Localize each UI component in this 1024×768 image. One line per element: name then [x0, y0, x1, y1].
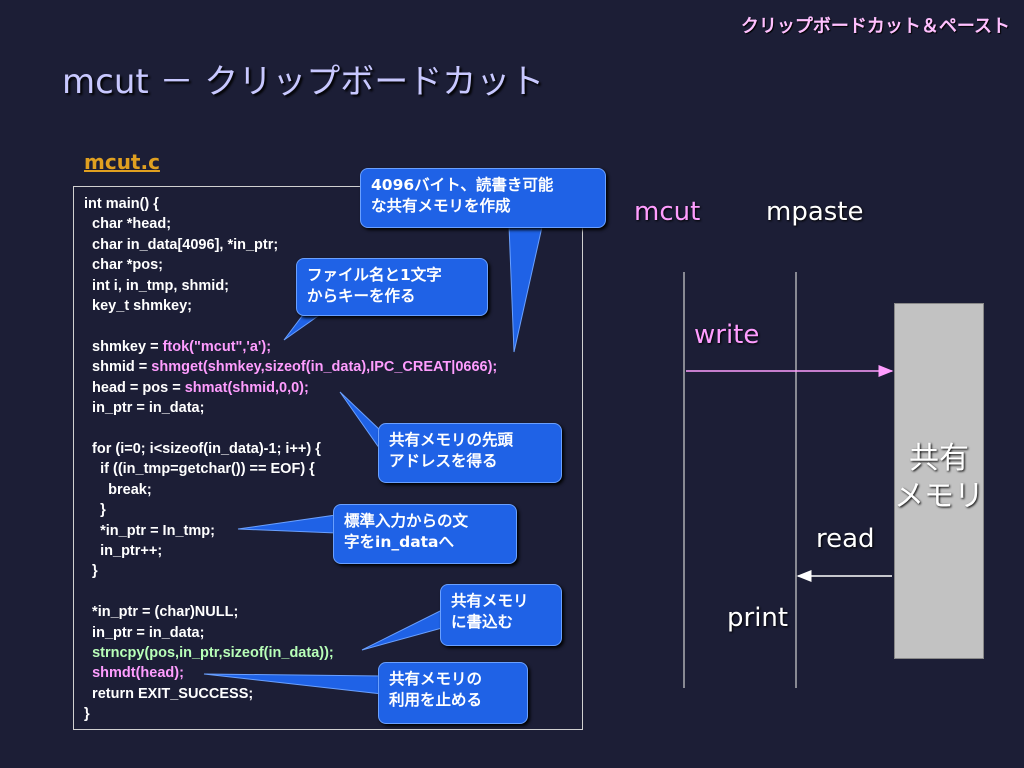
code-line: char *head; — [84, 216, 172, 233]
callout-ftok: ファイル名と1文字 からキーを作る — [296, 258, 488, 316]
code-line: } — [84, 706, 90, 723]
code-line: int main() { — [84, 196, 159, 212]
code-line: for (i=0; i<sizeof(in_data)-1; i++) { — [84, 440, 321, 457]
code-line: shmid = shmget(shmkey,sizeof(in_data),IP… — [84, 359, 498, 376]
code-highlight-shmdt: shmdt(head); — [92, 665, 184, 682]
header-label: クリップボードカット＆ペースト — [740, 16, 1010, 37]
code-line: in_ptr++; — [84, 542, 163, 559]
callout-stdin: 標準入力からの文 字をin_dataへ — [333, 504, 517, 564]
code-line: return EXIT_SUCCESS; — [84, 685, 254, 702]
callout-shm-size: 4096バイト、読書き可能 な共有メモリを作成 — [360, 168, 606, 228]
code-line: key_t shmkey; — [84, 298, 193, 315]
shared-memory-label-line: 共有 — [909, 441, 969, 476]
slide-title: mcut － クリップボードカット — [62, 62, 545, 102]
code-highlight-ftok: ftok("mcut",'a'); — [162, 338, 272, 355]
code-line: shmkey = ftok("mcut",'a'); — [84, 338, 272, 355]
shared-memory-label-line: メモリ — [894, 479, 984, 514]
code-line: in_ptr = in_data; — [84, 624, 205, 641]
mcut-label: mcut — [634, 197, 701, 227]
code-line: } — [84, 563, 98, 580]
callout-shmdt: 共有メモリの 利用を止める — [378, 662, 528, 724]
code-line: strncpy(pos,in_ptr,sizeof(in_data)); — [84, 643, 497, 663]
code-line: } — [84, 502, 106, 519]
code-line: int i, in_tmp, shmid; — [84, 277, 229, 294]
shared-memory-label: 共有メモリ — [894, 440, 984, 516]
code-line: break; — [84, 481, 152, 498]
file-label: mcut.c — [84, 150, 160, 174]
code-line: in_ptr = in_data; — [84, 400, 205, 417]
code-line: char in_data[4096], *in_ptr; — [84, 236, 279, 253]
code-highlight-strncpy: strncpy(pos,in_ptr,sizeof(in_data)); — [92, 644, 334, 661]
callout-shmat: 共有メモリの先頭 アドレスを得る — [378, 423, 562, 483]
shared-memory-box — [894, 303, 984, 659]
code-line: shmdt(head); — [84, 663, 497, 683]
code-line: head = pos = shmat(shmid,0,0); — [84, 379, 309, 396]
code-line: *in_ptr = (char)NULL; — [84, 604, 239, 621]
read-label: read — [816, 524, 875, 554]
write-label: write — [694, 320, 760, 350]
code-highlight-shmget: shmget(shmkey,sizeof(in_data),IPC_CREAT|… — [151, 359, 498, 376]
code-listing: int main() { char *head; char in_data[40… — [84, 194, 497, 725]
code-box — [73, 186, 583, 730]
code-line: char *pos; — [84, 257, 163, 274]
print-label: print — [727, 603, 789, 633]
code-line: if ((in_tmp=getchar()) == EOF) { — [84, 461, 315, 478]
code-line: *in_ptr = In_tmp; — [84, 522, 215, 539]
code-highlight-shmat: shmat(shmid,0,0); — [184, 379, 309, 396]
mpaste-label: mpaste — [766, 197, 864, 227]
callout-write-shm: 共有メモリ に書込む — [440, 584, 562, 646]
